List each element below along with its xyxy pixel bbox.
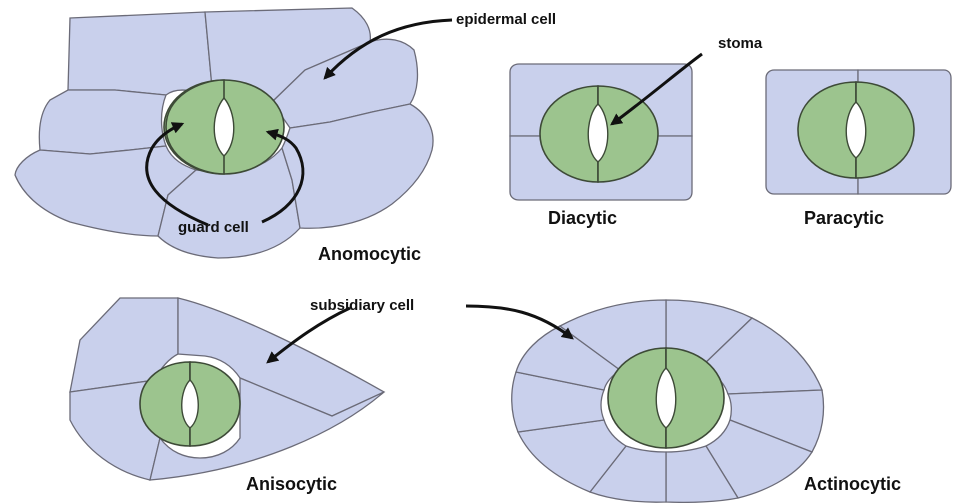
diacytic-label: Diacytic <box>548 208 617 228</box>
epidermal-cell <box>39 90 166 154</box>
anomocytic-label: Anomocytic <box>318 244 421 264</box>
anisocytic-label: Anisocytic <box>246 474 337 494</box>
actinocytic-label: Actinocytic <box>804 474 901 494</box>
guard-cell-label: guard cell <box>178 219 249 236</box>
epidermal-cell-label: epidermal cell <box>456 11 556 28</box>
anisocytic-stoma-diagram <box>70 298 384 480</box>
subsidiary-cell-label: subsidiary cell <box>310 297 414 314</box>
stoma-label: stoma <box>718 35 763 52</box>
paracytic-stoma-diagram <box>766 70 951 194</box>
epidermal-cell <box>68 12 213 98</box>
paracytic-label: Paracytic <box>804 208 884 228</box>
